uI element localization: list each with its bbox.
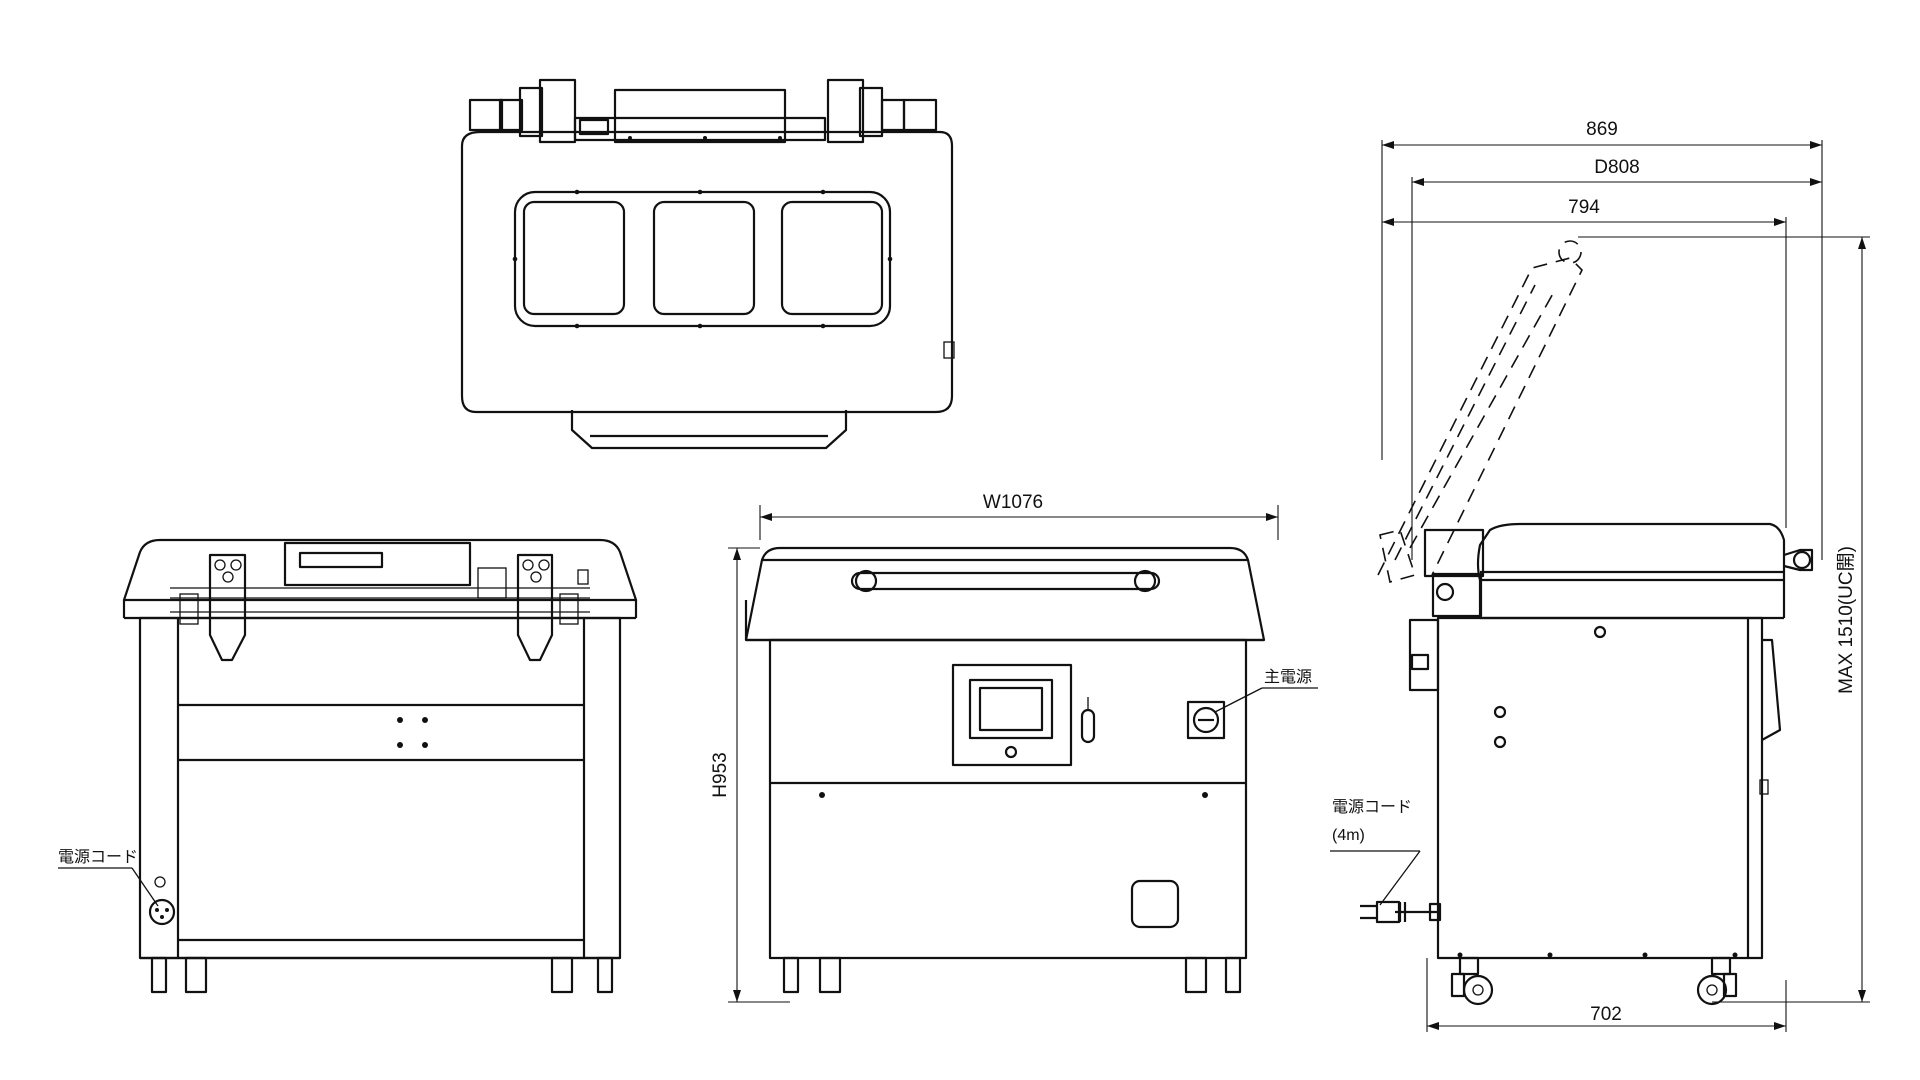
- dim-width: W1076: [983, 492, 1043, 513]
- label-power-cord-side: 電源コード: [1332, 798, 1412, 816]
- label-main-power: 主電源: [1264, 668, 1312, 686]
- dim-depth-lid: 794: [1568, 197, 1600, 218]
- dim-base-depth: 702: [1590, 1004, 1622, 1025]
- leader-power-cord-rear: [131, 867, 159, 907]
- dim-height-open: MAX 1510(UC開): [1836, 546, 1857, 694]
- side-view: [1360, 140, 1870, 1032]
- leader-main-power: [1214, 687, 1263, 713]
- front-view: [728, 505, 1279, 1003]
- dim-depth: D808: [1594, 157, 1639, 178]
- leader-power-cord-side: [1379, 850, 1421, 906]
- top-view: [460, 78, 955, 450]
- label-power-cord-length: (4m): [1332, 827, 1365, 844]
- dim-depth-total: 869: [1586, 119, 1618, 140]
- dim-height: H953: [710, 752, 731, 797]
- rear-view: [122, 538, 638, 994]
- label-power-cord-rear: 電源コード: [58, 848, 138, 866]
